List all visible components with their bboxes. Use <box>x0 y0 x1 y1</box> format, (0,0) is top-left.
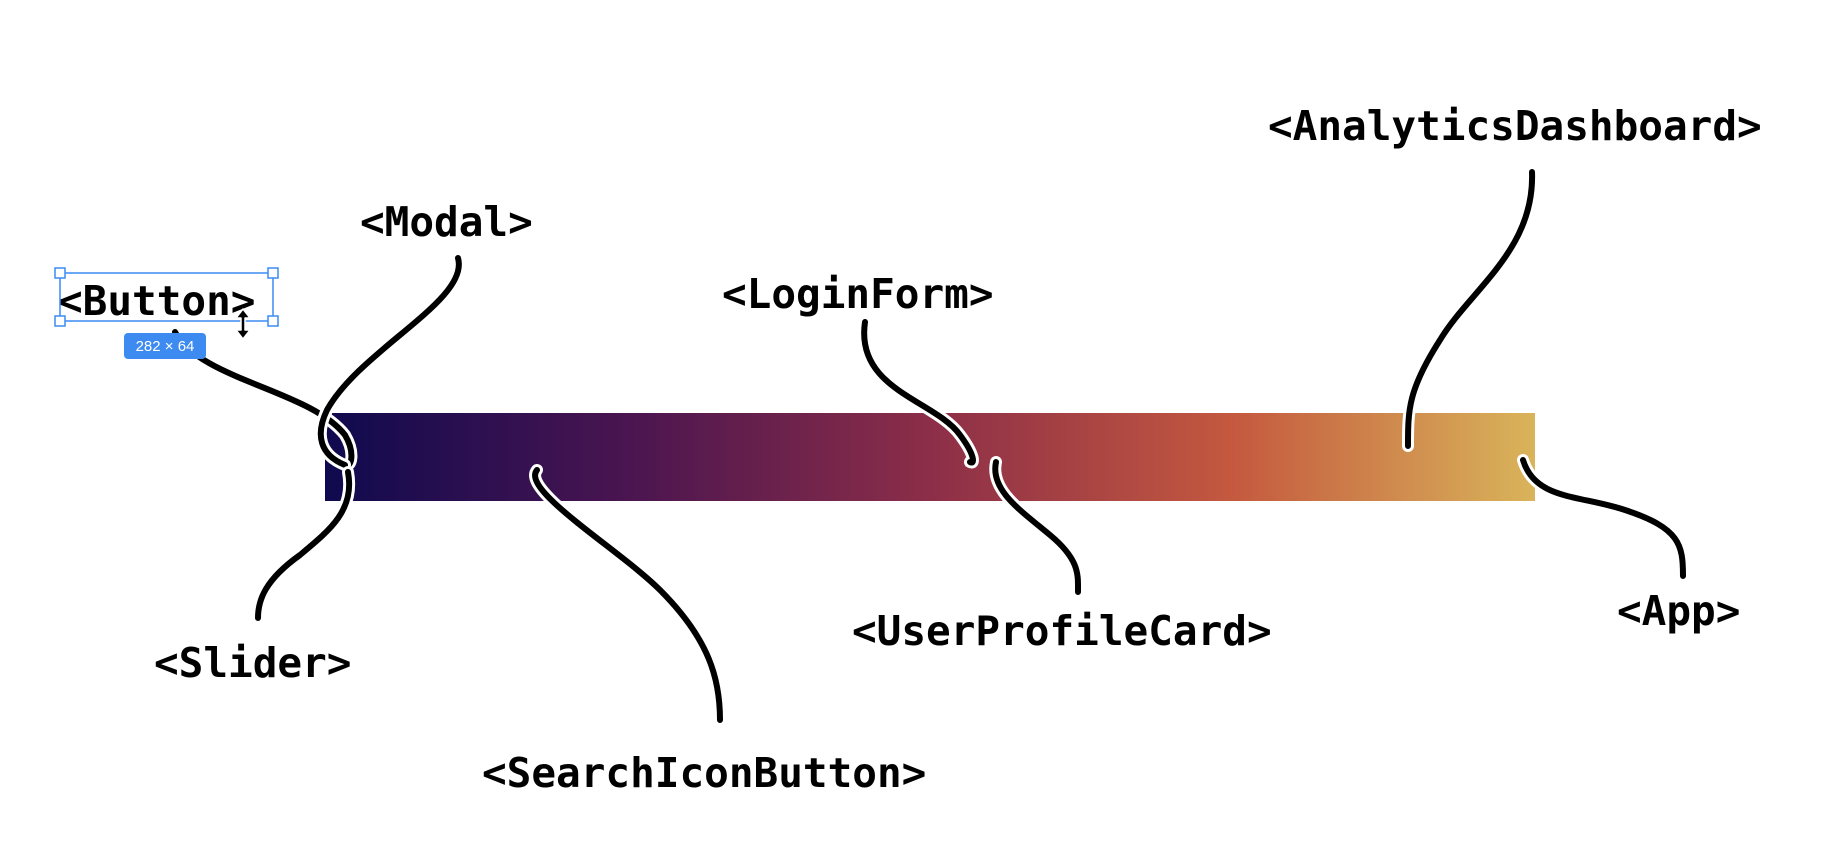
vertical-resize-cursor-icon <box>235 308 251 340</box>
selection-overlay: 282 × 64 <box>54 267 279 359</box>
label-login-form: <LoginForm> <box>722 270 994 318</box>
gradient-bar <box>325 413 1535 501</box>
resize-handle-bottom-left[interactable] <box>54 315 66 327</box>
label-modal: <Modal> <box>360 198 533 246</box>
resize-handle-top-right[interactable] <box>267 267 279 279</box>
leader-line-slider <box>255 469 353 621</box>
label-button[interactable]: <Button> <box>58 277 255 325</box>
leader-line-app <box>1520 457 1686 579</box>
leader-line-login-form <box>861 319 976 466</box>
label-analytics-dashboard: <AnalyticsDashboard> <box>1268 102 1762 150</box>
resize-handle-top-left[interactable] <box>54 267 66 279</box>
dimension-badge-background <box>124 333 206 359</box>
leader-line-analytics-dashboard <box>1405 169 1536 449</box>
dimension-badge-text: 282 × 64 <box>136 338 195 355</box>
resize-handle-bottom-right[interactable] <box>267 315 279 327</box>
label-user-profile-card: <UserProfileCard> <box>852 607 1272 655</box>
label-app: <App> <box>1617 587 1740 635</box>
selection-box <box>59 272 274 322</box>
label-slider: <Slider> <box>154 639 351 687</box>
leader-line-user-profile-card <box>992 459 1082 595</box>
leader-lines <box>169 166 1689 726</box>
leader-line-modal <box>317 255 462 468</box>
dimension-badge: 282 × 64 <box>124 333 206 359</box>
leader-line-search-icon-button <box>532 467 723 723</box>
label-search-icon-button: <SearchIconButton> <box>482 749 926 797</box>
